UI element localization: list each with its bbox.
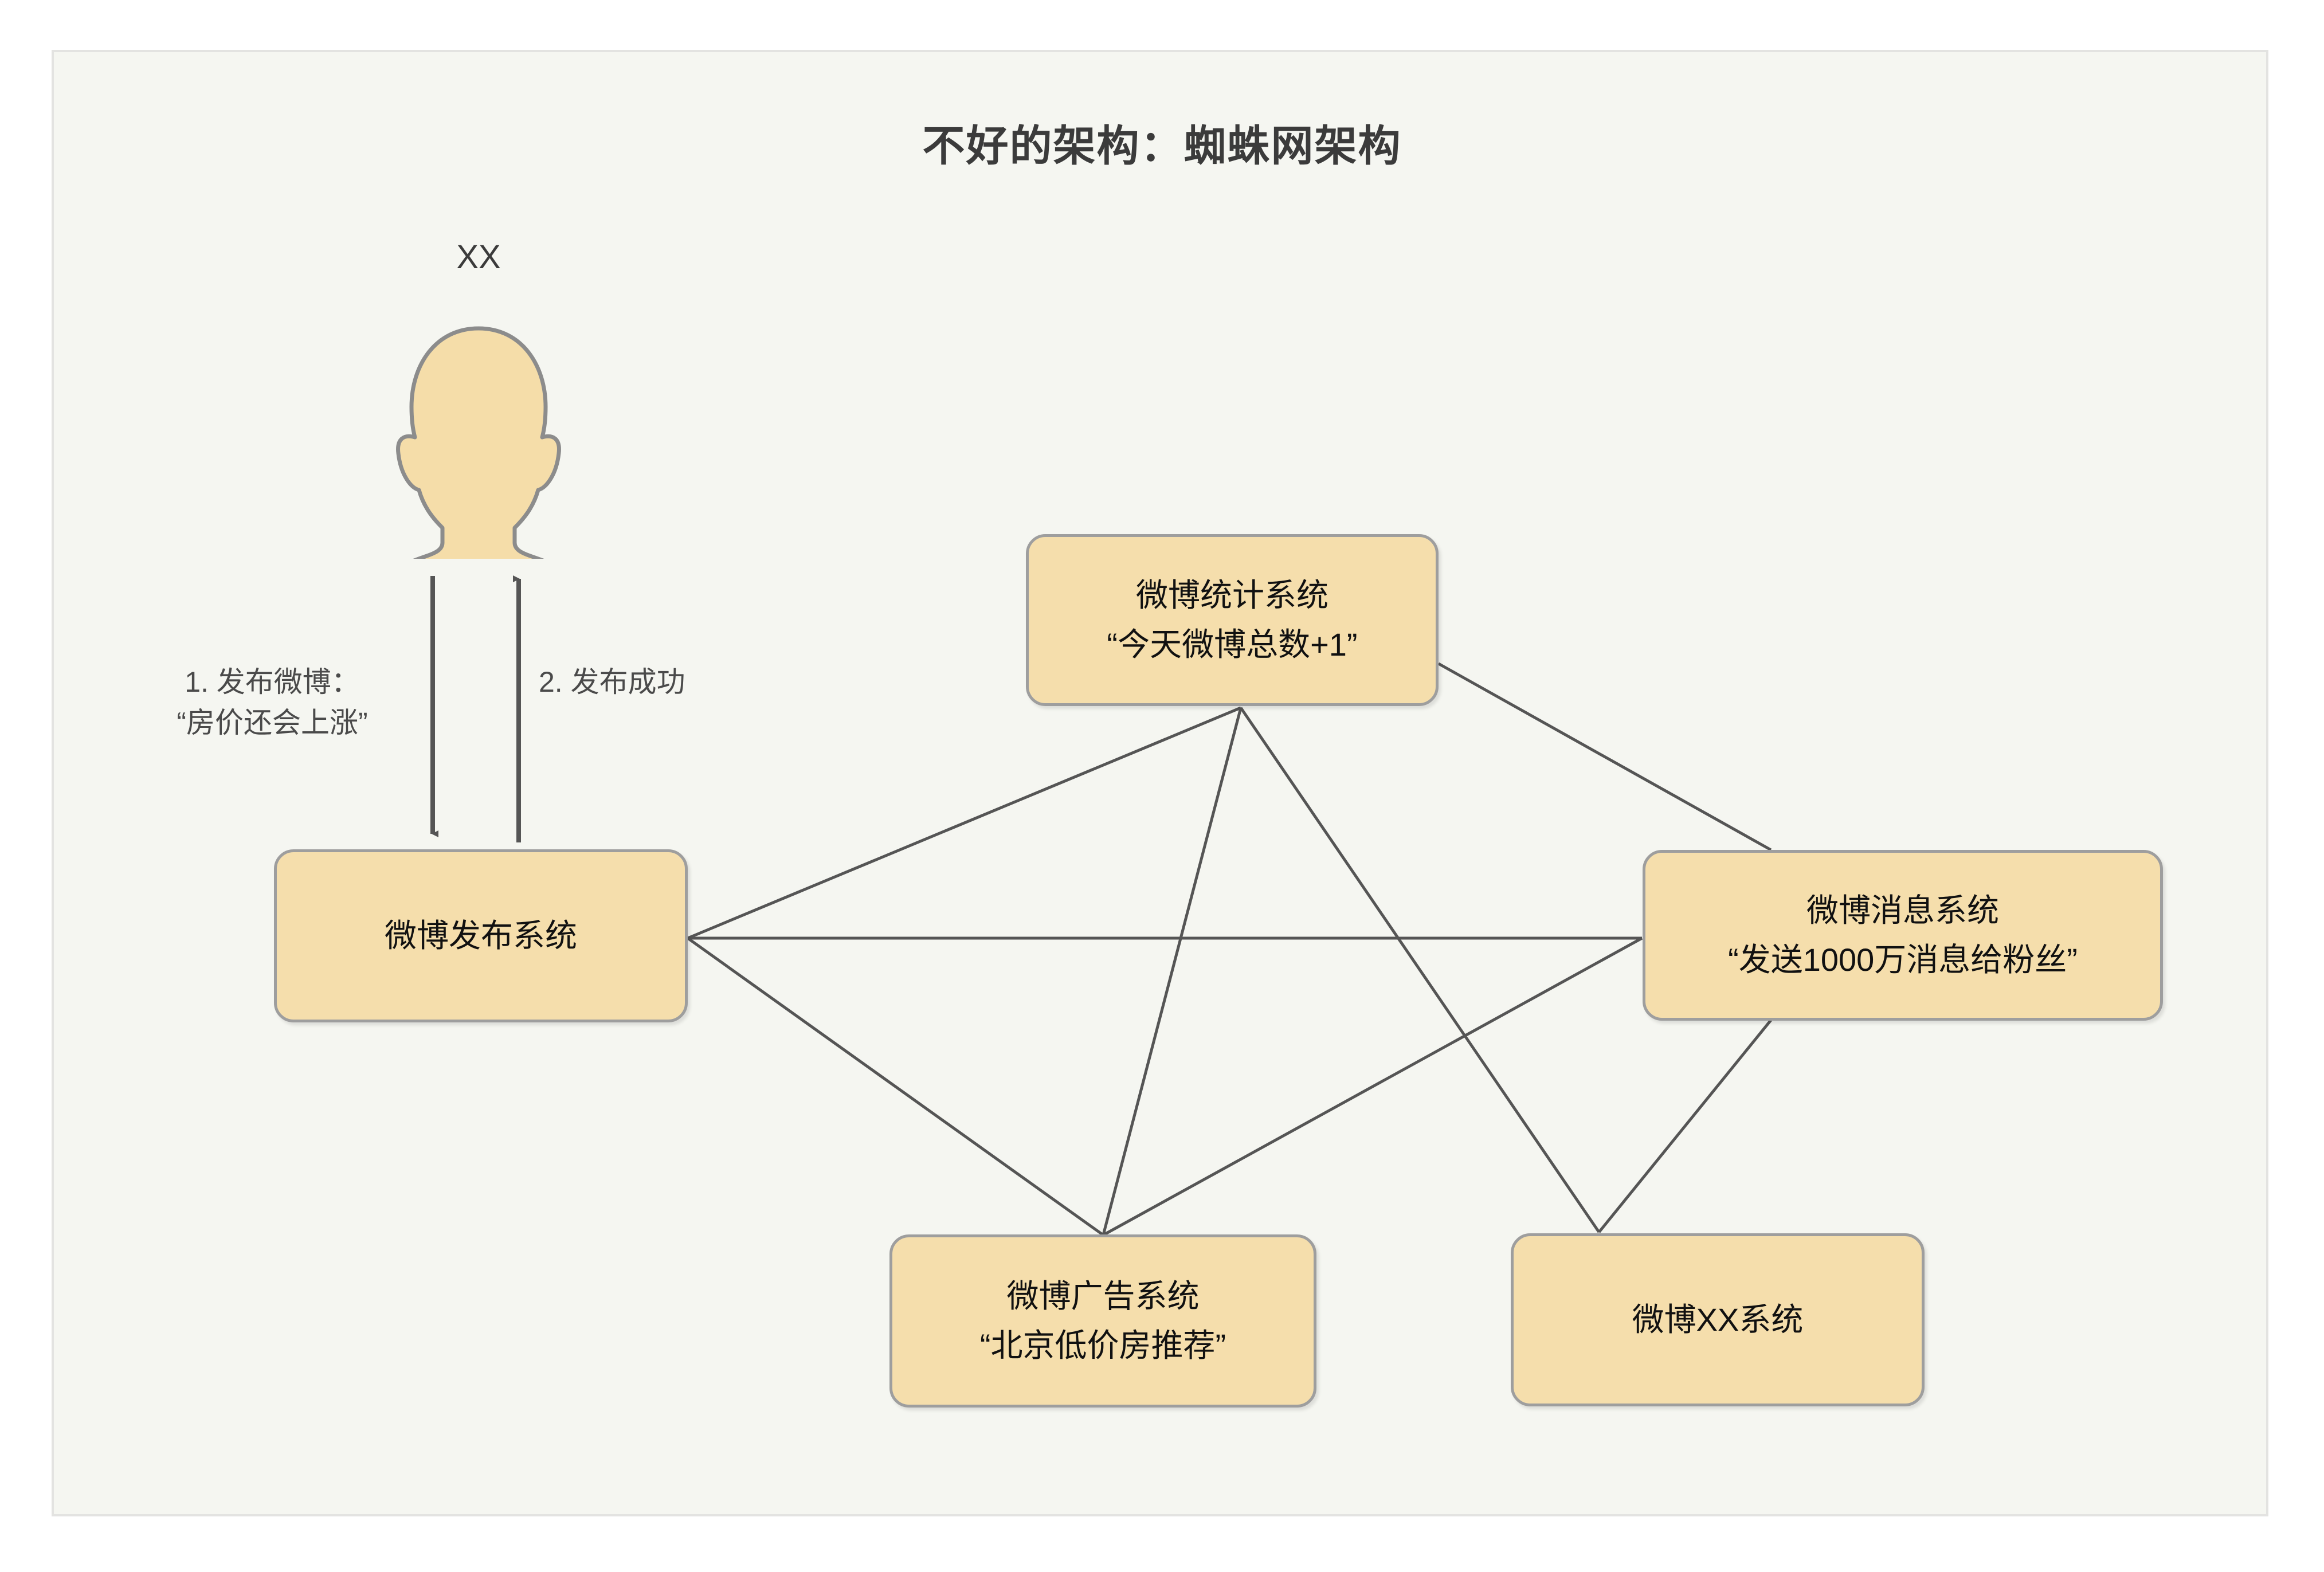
node-stats-system-line1: 微博统计系统 (1136, 577, 1328, 614)
node-message-system[interactable]: 微博消息系统 “发送1000万消息给粉丝” (1643, 850, 2163, 1021)
page-title: 不好的架构：蜘蛛网架构 (922, 122, 1402, 170)
flow-label-step1-line1: 1. 发布微博： (185, 666, 360, 698)
flow-label-step1-line2: “房价还会上涨” (177, 707, 368, 739)
flow-label-step1: 1. 发布微博： “房价还会上涨” (138, 662, 407, 743)
node-publish-system-line1: 微博发布系统 (385, 918, 577, 954)
node-ads-system-line1: 微博广告系统 (1006, 1278, 1200, 1315)
node-ads-system[interactable]: 微博广告系统 “北京低价房推荐” (889, 1234, 1316, 1408)
node-message-system-line2: “发送1000万消息给粉丝” (1728, 942, 2078, 978)
node-ads-system-line2: “北京低价房推荐” (979, 1327, 1226, 1363)
user-avatar-icon (396, 326, 561, 559)
node-stats-system-line2: “今天微博总数+1” (1107, 626, 1358, 662)
node-other-system-line1: 微博XX系统 (1632, 1301, 1804, 1338)
node-stats-system[interactable]: 微博统计系统 “今天微博总数+1” (1026, 534, 1439, 706)
actor-label: XX (456, 238, 501, 276)
node-message-system-line1: 微博消息系统 (1806, 892, 1999, 929)
flow-label-step2: 2. 发布成功 (539, 666, 685, 698)
node-other-system[interactable]: 微博XX系统 (1511, 1233, 1925, 1406)
node-publish-system[interactable]: 微博发布系统 (274, 849, 688, 1022)
